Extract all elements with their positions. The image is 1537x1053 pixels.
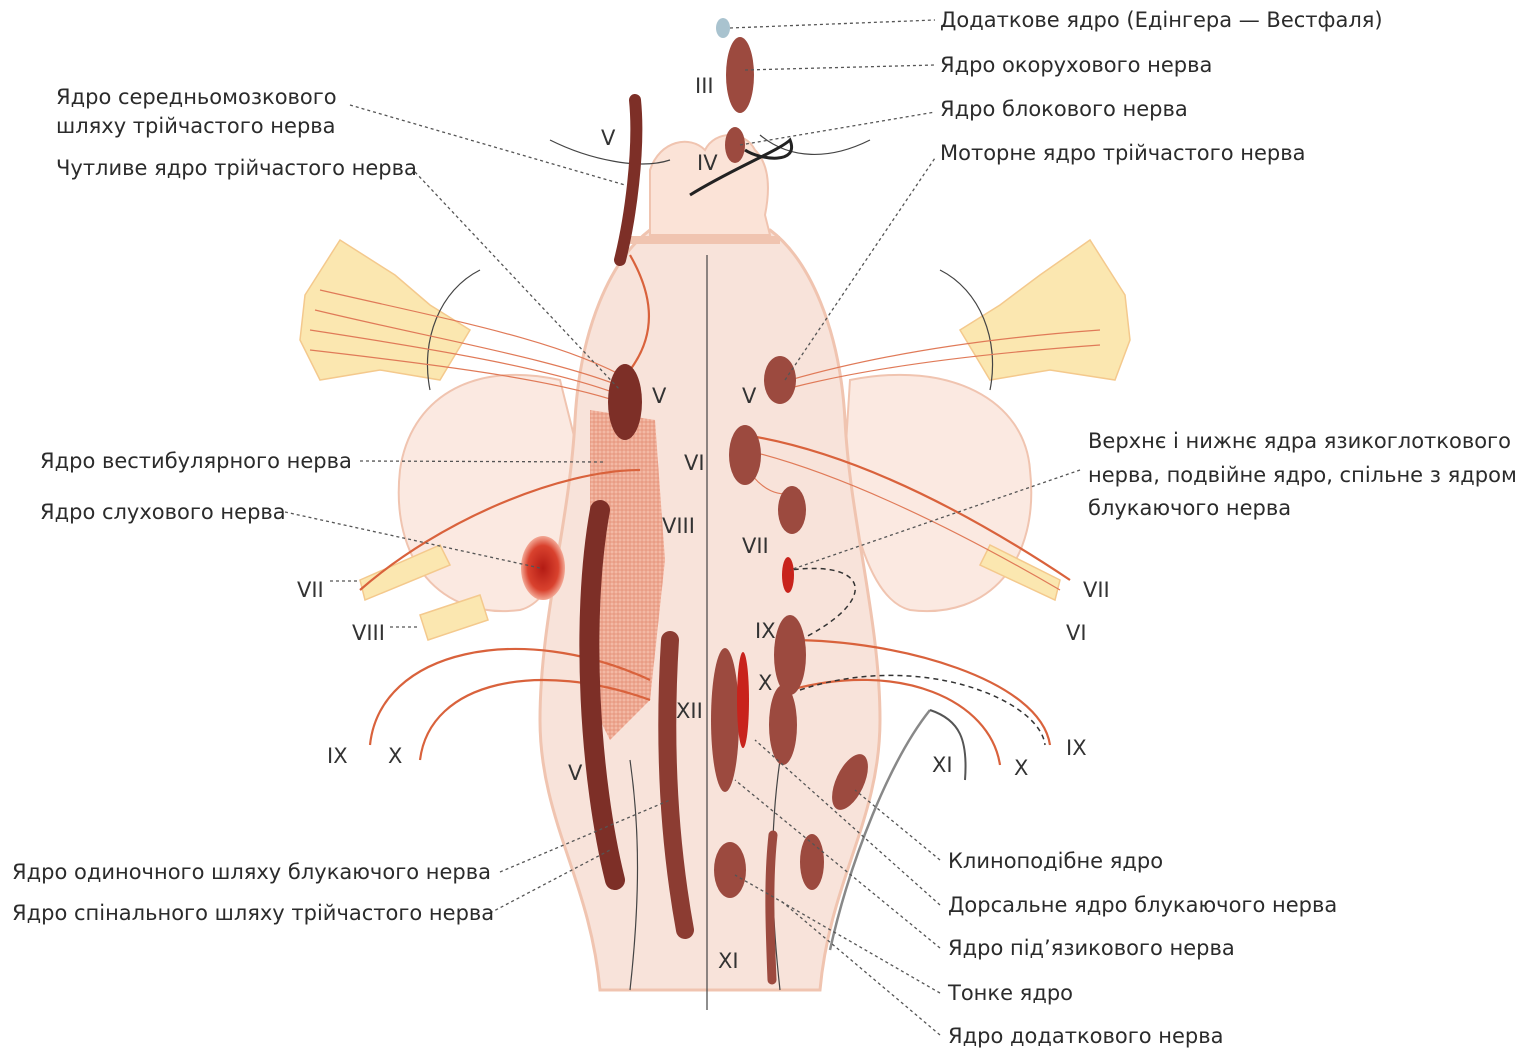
label-mesencephalic-1: Ядро середньомозкового [56, 85, 337, 109]
ambiguus-nucleus [774, 615, 806, 695]
label-vestibular: Ядро вестибулярного нерва [40, 449, 352, 473]
label-glossopharyngeal-3: блукаючого нерва [1088, 496, 1291, 520]
accessory-nucleus [770, 835, 773, 980]
numeral-vii-left: VII [297, 578, 324, 602]
label-solitary: Ядро одиночного шляху блукаючого нерва [12, 860, 491, 884]
glossopharyngeal-nucleus [782, 557, 794, 593]
label-trigeminal-motor: Моторне ядро трійчастого нерва [940, 141, 1305, 165]
trigeminal-motor-nucleus [764, 356, 796, 404]
numeral-ix-left: IX [327, 744, 348, 768]
numeral-ix-mid: IX [755, 619, 776, 643]
numeral-vi-mid: VI [684, 451, 705, 475]
label-dorsal-vagal: Дорсальне ядро блукаючого нерва [948, 893, 1337, 917]
cochlear-nucleus [521, 536, 565, 600]
numeral-x-mid: X [758, 671, 772, 695]
label-trochlear: Ядро блокового нерва [940, 97, 1188, 121]
numeral-v-bottom: V [568, 761, 583, 785]
label-mesencephalic-2: шляху трійчастого нерва [56, 114, 336, 138]
label-accessory: Ядро додаткового нерва [948, 1024, 1224, 1048]
left-labels-bottom: Ядро одиночного шляху блукаючого нерва Я… [12, 860, 494, 925]
label-trigeminal-sensory: Чутливе ядро трійчастого нерва [56, 156, 417, 180]
label-glossopharyngeal-1: Верхнє і нижнє ядра язикоглоткового [1088, 429, 1511, 453]
numeral-xii-mid: XII [676, 699, 703, 723]
label-hypoglossal: Ядро під’язикового нерва [948, 936, 1235, 960]
numeral-x-right: X [1014, 756, 1028, 780]
numeral-iii: III [695, 74, 714, 98]
dorsal-vagal-nucleus [737, 652, 749, 748]
numeral-xi-right: XI [932, 753, 953, 777]
numeral-iv: IV [697, 151, 718, 175]
accessory-nucleus-medial [800, 834, 824, 890]
edinger-westphal-nucleus [716, 18, 730, 38]
numeral-vii-right: VII [1083, 578, 1110, 602]
oculomotor-nucleus [726, 37, 754, 113]
gracile-nucleus [714, 842, 746, 898]
right-labels-top: Додаткове ядро (Едінгера — Вестфаля) Ядр… [940, 8, 1383, 165]
label-glossopharyngeal-2: нерва, подвійне ядро, спільне з ядром [1088, 463, 1517, 487]
numeral-viii-left: VIII [352, 621, 385, 645]
numeral-vi-right: VI [1066, 621, 1087, 645]
hypoglossal-nucleus [711, 648, 739, 792]
label-oculomotor: Ядро окорухового нерва [940, 53, 1212, 77]
numeral-xi-bottom: XI [718, 949, 739, 973]
numeral-viii-mid: VIII [662, 514, 695, 538]
numeral-v-top: V [601, 126, 616, 150]
label-cuneate: Клиноподібне ядро [948, 849, 1163, 873]
label-cochlear: Ядро слухового нерва [40, 500, 286, 524]
trigeminal-root-right [960, 240, 1130, 380]
numeral-vii-mid: VII [742, 534, 769, 558]
right-labels-middle: Верхнє і нижнє ядра язикоглоткового нерв… [1088, 429, 1517, 520]
abducens-nucleus [729, 425, 761, 485]
trigeminal-sensory-nucleus [608, 364, 642, 440]
numeral-v-left: V [652, 384, 667, 408]
label-gracile: Тонке ядро [947, 981, 1073, 1005]
vagal-nucleus [769, 685, 797, 765]
numeral-x-left: X [388, 744, 402, 768]
label-edinger-westphal: Додаткове ядро (Едінгера — Вестфаля) [940, 8, 1383, 32]
label-spinal-trigeminal: Ядро спінального шляху трійчастого нерва [12, 901, 494, 925]
numeral-ix-right: IX [1066, 736, 1087, 760]
facial-nucleus [778, 486, 806, 534]
numeral-v-right: V [742, 384, 757, 408]
right-labels-bottom: Клиноподібне ядро Дорсальне ядро блукаюч… [947, 849, 1337, 1048]
